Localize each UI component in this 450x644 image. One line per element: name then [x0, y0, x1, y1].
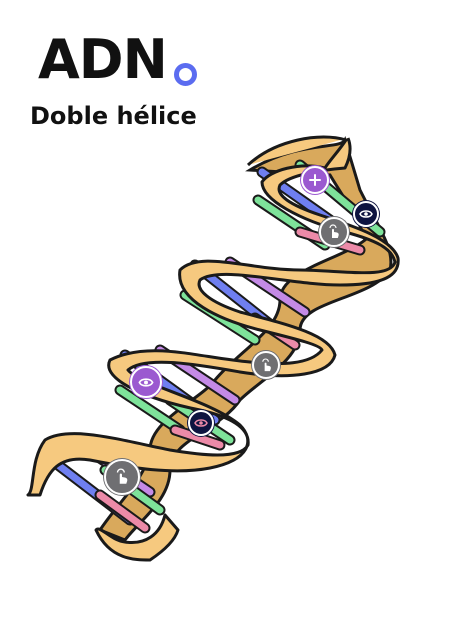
hand-tap-icon [329, 224, 339, 238]
hotspot-eye-button-top[interactable] [353, 201, 379, 227]
hotspot-tap-button-top[interactable] [319, 217, 349, 247]
hotspot-plus-button[interactable] [301, 166, 329, 194]
eye-icon [138, 377, 154, 387]
title-accent-dot [174, 63, 197, 86]
eye-icon [194, 419, 208, 427]
hotspot-tap-button-mid[interactable] [252, 351, 280, 379]
hotspot-tap-button-bottom[interactable] [104, 459, 140, 495]
hand-tap-icon [261, 358, 271, 371]
page-title: ADN [38, 28, 168, 91]
hand-tap-icon [116, 468, 128, 484]
hotspot-eye-button-bottom[interactable] [188, 410, 214, 436]
page-subtitle: Doble hélice [30, 102, 197, 130]
helix-front-strand [26, 135, 400, 562]
plus-icon [309, 174, 321, 186]
eye-icon [359, 210, 373, 218]
hotspot-eye-button-purple[interactable] [130, 366, 162, 398]
